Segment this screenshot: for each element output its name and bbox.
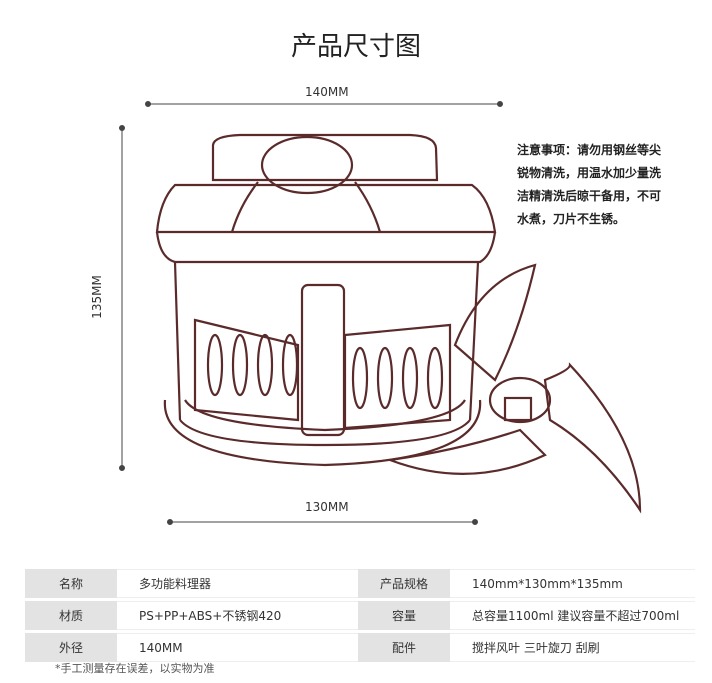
spec-label: 名称 bbox=[25, 569, 117, 598]
spec-label: 容量 bbox=[358, 601, 450, 630]
spec-value: 多功能料理器 bbox=[117, 569, 358, 598]
page-title: 产品尺寸图 bbox=[290, 32, 421, 62]
spec-value: 总容量1100ml 建议容量不超过700ml bbox=[450, 601, 695, 630]
footnote: *手工测量存在误差，以实物为准 bbox=[55, 662, 215, 675]
width-bottom-label: 130MM bbox=[305, 500, 349, 514]
width-top-label: 140MM bbox=[305, 85, 349, 99]
spec-label: 外径 bbox=[25, 633, 117, 662]
spec-table: 名称 多功能料理器 产品规格 140mm*130mm*135mm 材质 PS+P… bbox=[25, 566, 695, 665]
spec-value: 140mm*130mm*135mm bbox=[450, 569, 695, 598]
spec-value: PS+PP+ABS+不锈钢420 bbox=[117, 601, 358, 630]
spec-value: 140MM bbox=[117, 633, 358, 662]
dimension-lines bbox=[119, 101, 503, 525]
product-drawing bbox=[119, 101, 642, 525]
height-label: 135MM bbox=[89, 275, 104, 319]
spec-value: 搅拌风叶 三叶旋刀 刮刷 bbox=[450, 633, 695, 662]
table-row: 外径 140MM 配件 搅拌风叶 三叶旋刀 刮刷 bbox=[25, 633, 695, 662]
table-row: 材质 PS+PP+ABS+不锈钢420 容量 总容量1100ml 建议容量不超过… bbox=[25, 601, 695, 630]
spec-label: 产品规格 bbox=[358, 569, 450, 598]
spec-label: 配件 bbox=[358, 633, 450, 662]
spec-label: 材质 bbox=[25, 601, 117, 630]
chopper-illustration bbox=[155, 133, 642, 514]
care-note: 注意事项：请勿用钢丝等尖锐物清洗，用温水加少量洗洁精清洗后晾干备用，不可水煮，刀… bbox=[517, 143, 662, 226]
table-row: 名称 多功能料理器 产品规格 140mm*130mm*135mm bbox=[25, 569, 695, 598]
